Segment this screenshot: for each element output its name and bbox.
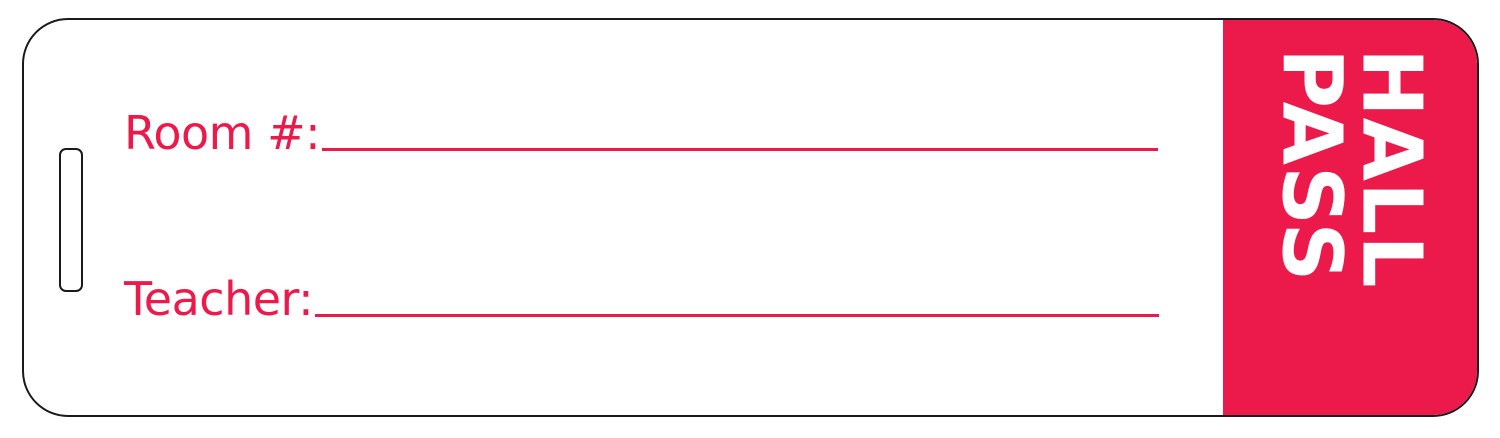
hall-pass-band: HALL PASS <box>1223 20 1477 415</box>
lanyard-slot <box>59 148 83 292</box>
room-blank-line <box>322 148 1159 151</box>
room-label: Room #: <box>124 106 321 160</box>
teacher-field: Teacher: <box>124 272 1160 326</box>
teacher-label: Teacher: <box>124 272 314 326</box>
room-field: Room #: <box>124 106 1159 160</box>
banner-line-pass: PASS <box>1263 47 1358 282</box>
teacher-blank-line <box>315 314 1160 317</box>
hall-pass-title: HALL PASS <box>1263 47 1439 388</box>
banner-line-hall: HALL <box>1343 47 1439 289</box>
hall-pass-card: Room #: Teacher: HALL PASS <box>22 18 1479 417</box>
